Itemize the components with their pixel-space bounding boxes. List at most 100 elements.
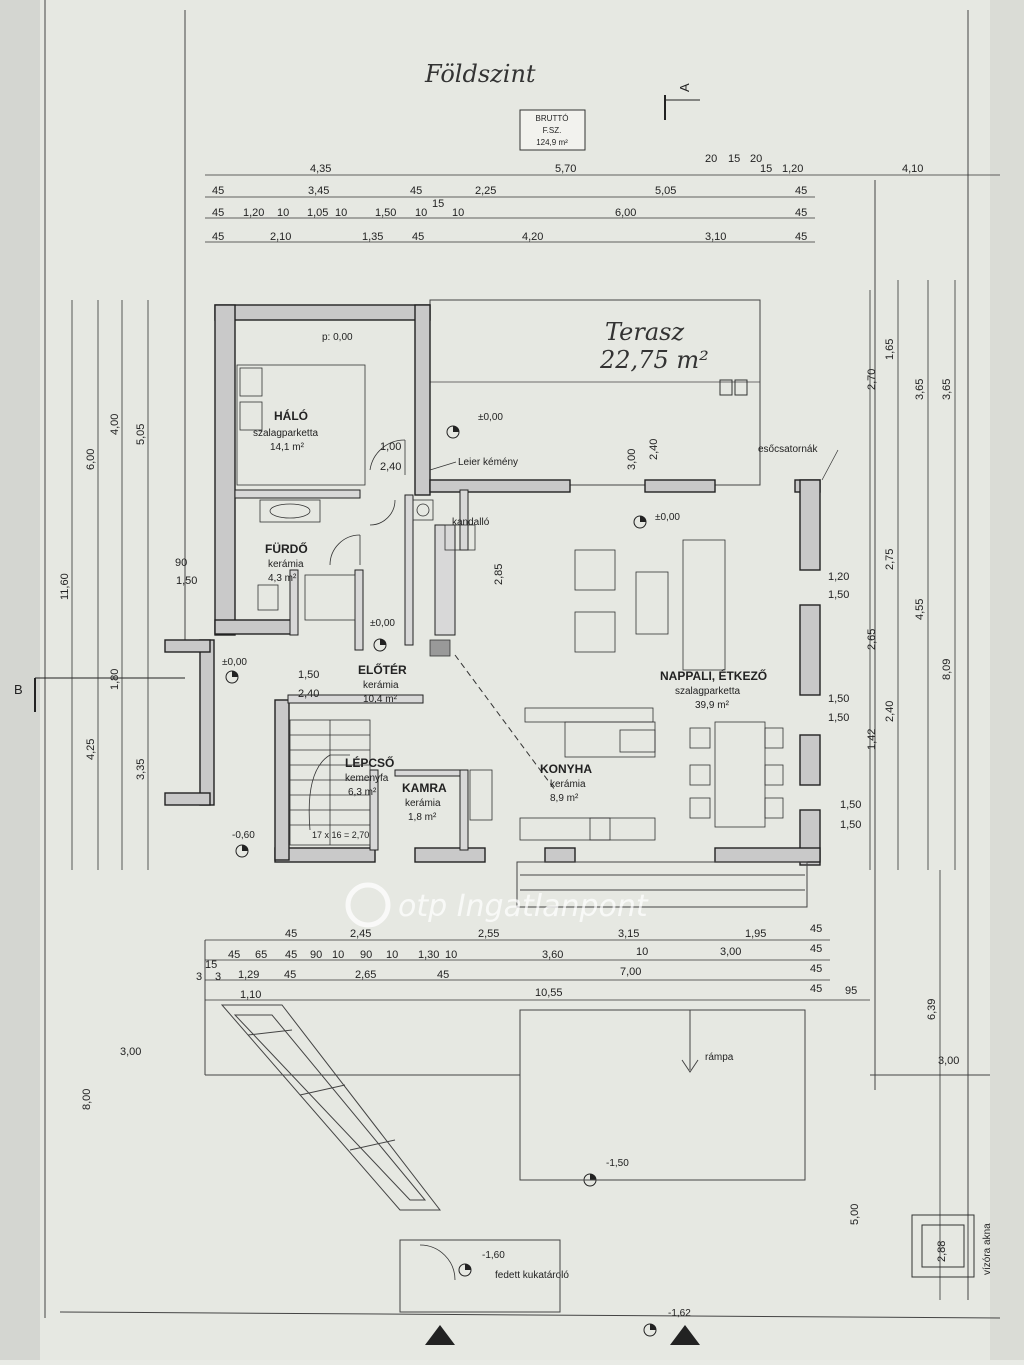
dim-top-3-1: 1,20: [243, 207, 264, 219]
exterior-walls: [164, 304, 821, 866]
dim-top-3-4: 10: [335, 207, 347, 219]
dim-bot-2-6: 90: [360, 949, 372, 961]
dim-bot-2-11: 10: [636, 946, 648, 958]
doors: [329, 439, 456, 1281]
dim-bot-4-1: 10,55: [535, 987, 563, 999]
room-kamra-floor: kerámia: [405, 798, 441, 809]
opening-1: 2,40: [380, 461, 401, 473]
dim-top-2-5: 45: [795, 185, 807, 197]
dim-bot-2-2: 65: [255, 949, 267, 961]
dim-top-3-7: 15: [432, 198, 444, 210]
dim-top-3-9: 6,00: [615, 207, 636, 219]
brutto-line1: BRUTTÓ: [536, 114, 569, 123]
dim-left-6: 3,35: [135, 759, 147, 780]
dim-top-2-4: 5,05: [655, 185, 676, 197]
note-esocsatorna: esőcsatornák: [758, 444, 818, 455]
brutto-line3: 124,9 m²: [536, 138, 568, 147]
dim-left-2: 4,00: [109, 414, 121, 435]
room-lepcso-name: LÉPCSŐ: [345, 755, 394, 770]
dim-bot-1-0: 45: [285, 928, 297, 940]
bed: [236, 364, 366, 486]
dim-top-3-5: 1,50: [375, 207, 396, 219]
dim-right-6: 4,55: [914, 599, 926, 620]
opening-4: 1,20: [828, 571, 849, 583]
level-9: -1,62: [668, 1308, 691, 1319]
level-8: -1,60: [482, 1250, 505, 1261]
diagonal-walkway: [220, 1004, 442, 1211]
room-halo-name: HÁLÓ: [274, 408, 308, 423]
room-halo-floor: szalagparketta: [253, 428, 318, 439]
opening-8: 1,50: [840, 799, 861, 811]
section-a-label: A: [677, 83, 692, 92]
dim-bot-3-1: 3: [215, 971, 221, 983]
dim-bot-3-5: 45: [437, 969, 449, 981]
bath-fixtures: [257, 499, 356, 621]
room-konyha-name: KONYHA: [540, 762, 592, 776]
dim-bot-3-3: 45: [284, 969, 296, 981]
dim-top-1-6: 1,20: [782, 163, 803, 175]
room-eloter: ELŐTÉR kerámia 10,4 m²: [358, 662, 407, 705]
dim-top-4-1: 2,10: [270, 231, 291, 243]
room-kamra: KAMRA kerámia 1,8 m²: [402, 781, 447, 823]
opening-6: 1,50: [828, 693, 849, 705]
dim-bot-2-3: 45: [285, 949, 297, 961]
dim-left-7: 90: [175, 557, 187, 569]
title-foldszint: Földszint: [424, 60, 536, 88]
dim-top-3-8: 10: [452, 207, 464, 219]
dim-right-5: 2,75: [884, 549, 896, 570]
dim-bot-1-2: 2,55: [478, 928, 499, 940]
dim-bot-5-0: 3,00: [120, 1046, 141, 1058]
dim-top-1-0: 4,35: [310, 163, 331, 175]
dim-left-0: 11,60: [59, 573, 71, 600]
level-6: -0,60: [232, 830, 255, 841]
dim-top-3-0: 45: [212, 207, 224, 219]
opening-11: 2,40: [648, 439, 660, 460]
level-1: p: 0,00: [322, 332, 353, 343]
dim-right-2: 3,65: [914, 379, 926, 400]
note-kukatarolo: fedett kukatároló: [495, 1270, 569, 1281]
dim-top-1-7: 4,10: [902, 163, 923, 175]
room-lepcso: LÉPCSŐ kemenyfa 6,3 m²: [345, 755, 394, 798]
dim-left-9: 8,00: [81, 1089, 93, 1110]
room-halo: HÁLÓ szalagparketta 14,1 m²: [253, 408, 318, 453]
kitchen-counters: [469, 707, 656, 841]
room-eloter-name: ELŐTÉR: [358, 662, 407, 677]
room-halo-area: 14,1 m²: [270, 442, 305, 453]
dim-top-1-5: 15: [760, 163, 772, 175]
dim-bot-1-5: 45: [810, 923, 822, 935]
dim-top-1-2: 20: [705, 153, 717, 165]
bottom-dimension-lines: [205, 939, 870, 1001]
dim-top-4-6: 45: [795, 231, 807, 243]
dim-left-1: 6,00: [85, 449, 97, 470]
interior-walls: [234, 489, 469, 851]
dim-bot-2-1: 45: [228, 949, 240, 961]
dim-left-5: 1,80: [109, 669, 121, 690]
plot-boundary: [44, 0, 1001, 1319]
dim-top-2-0: 45: [212, 185, 224, 197]
dim-bot-3-7: 45: [810, 963, 822, 975]
dim-bot-3-2: 1,29: [238, 969, 259, 981]
opening-5: 1,50: [828, 589, 849, 601]
room-nappali-name: NAPPALI, ÉTKEZŐ: [660, 668, 767, 683]
dim-left-3: 5,05: [135, 424, 147, 445]
terrace-outline: Terasz 22,75 m²: [429, 299, 761, 486]
bottom-markers: [425, 1325, 700, 1345]
dim-right-10: 6,39: [926, 999, 938, 1020]
dim-bot-2-12: 3,00: [720, 946, 741, 958]
opening-3: 2,40: [298, 688, 319, 700]
dim-bot-4-0: 1,10: [240, 989, 261, 1001]
opening-7: 1,50: [828, 712, 849, 724]
dim-top-4-2: 1,35: [362, 231, 383, 243]
dim-right-8: 1,42: [866, 729, 878, 750]
room-konyha-floor: kerámia: [550, 779, 586, 790]
dim-bot-1-1: 2,45: [350, 928, 371, 940]
dim-right-1: 1,65: [884, 339, 896, 360]
dim-right-4: 2,65: [866, 629, 878, 650]
opening-9: 1,50: [840, 819, 861, 831]
dim-bot-2-10: 3,60: [542, 949, 563, 961]
dim-bot-2-0: 15: [205, 959, 217, 971]
dim-top-2-2: 45: [410, 185, 422, 197]
